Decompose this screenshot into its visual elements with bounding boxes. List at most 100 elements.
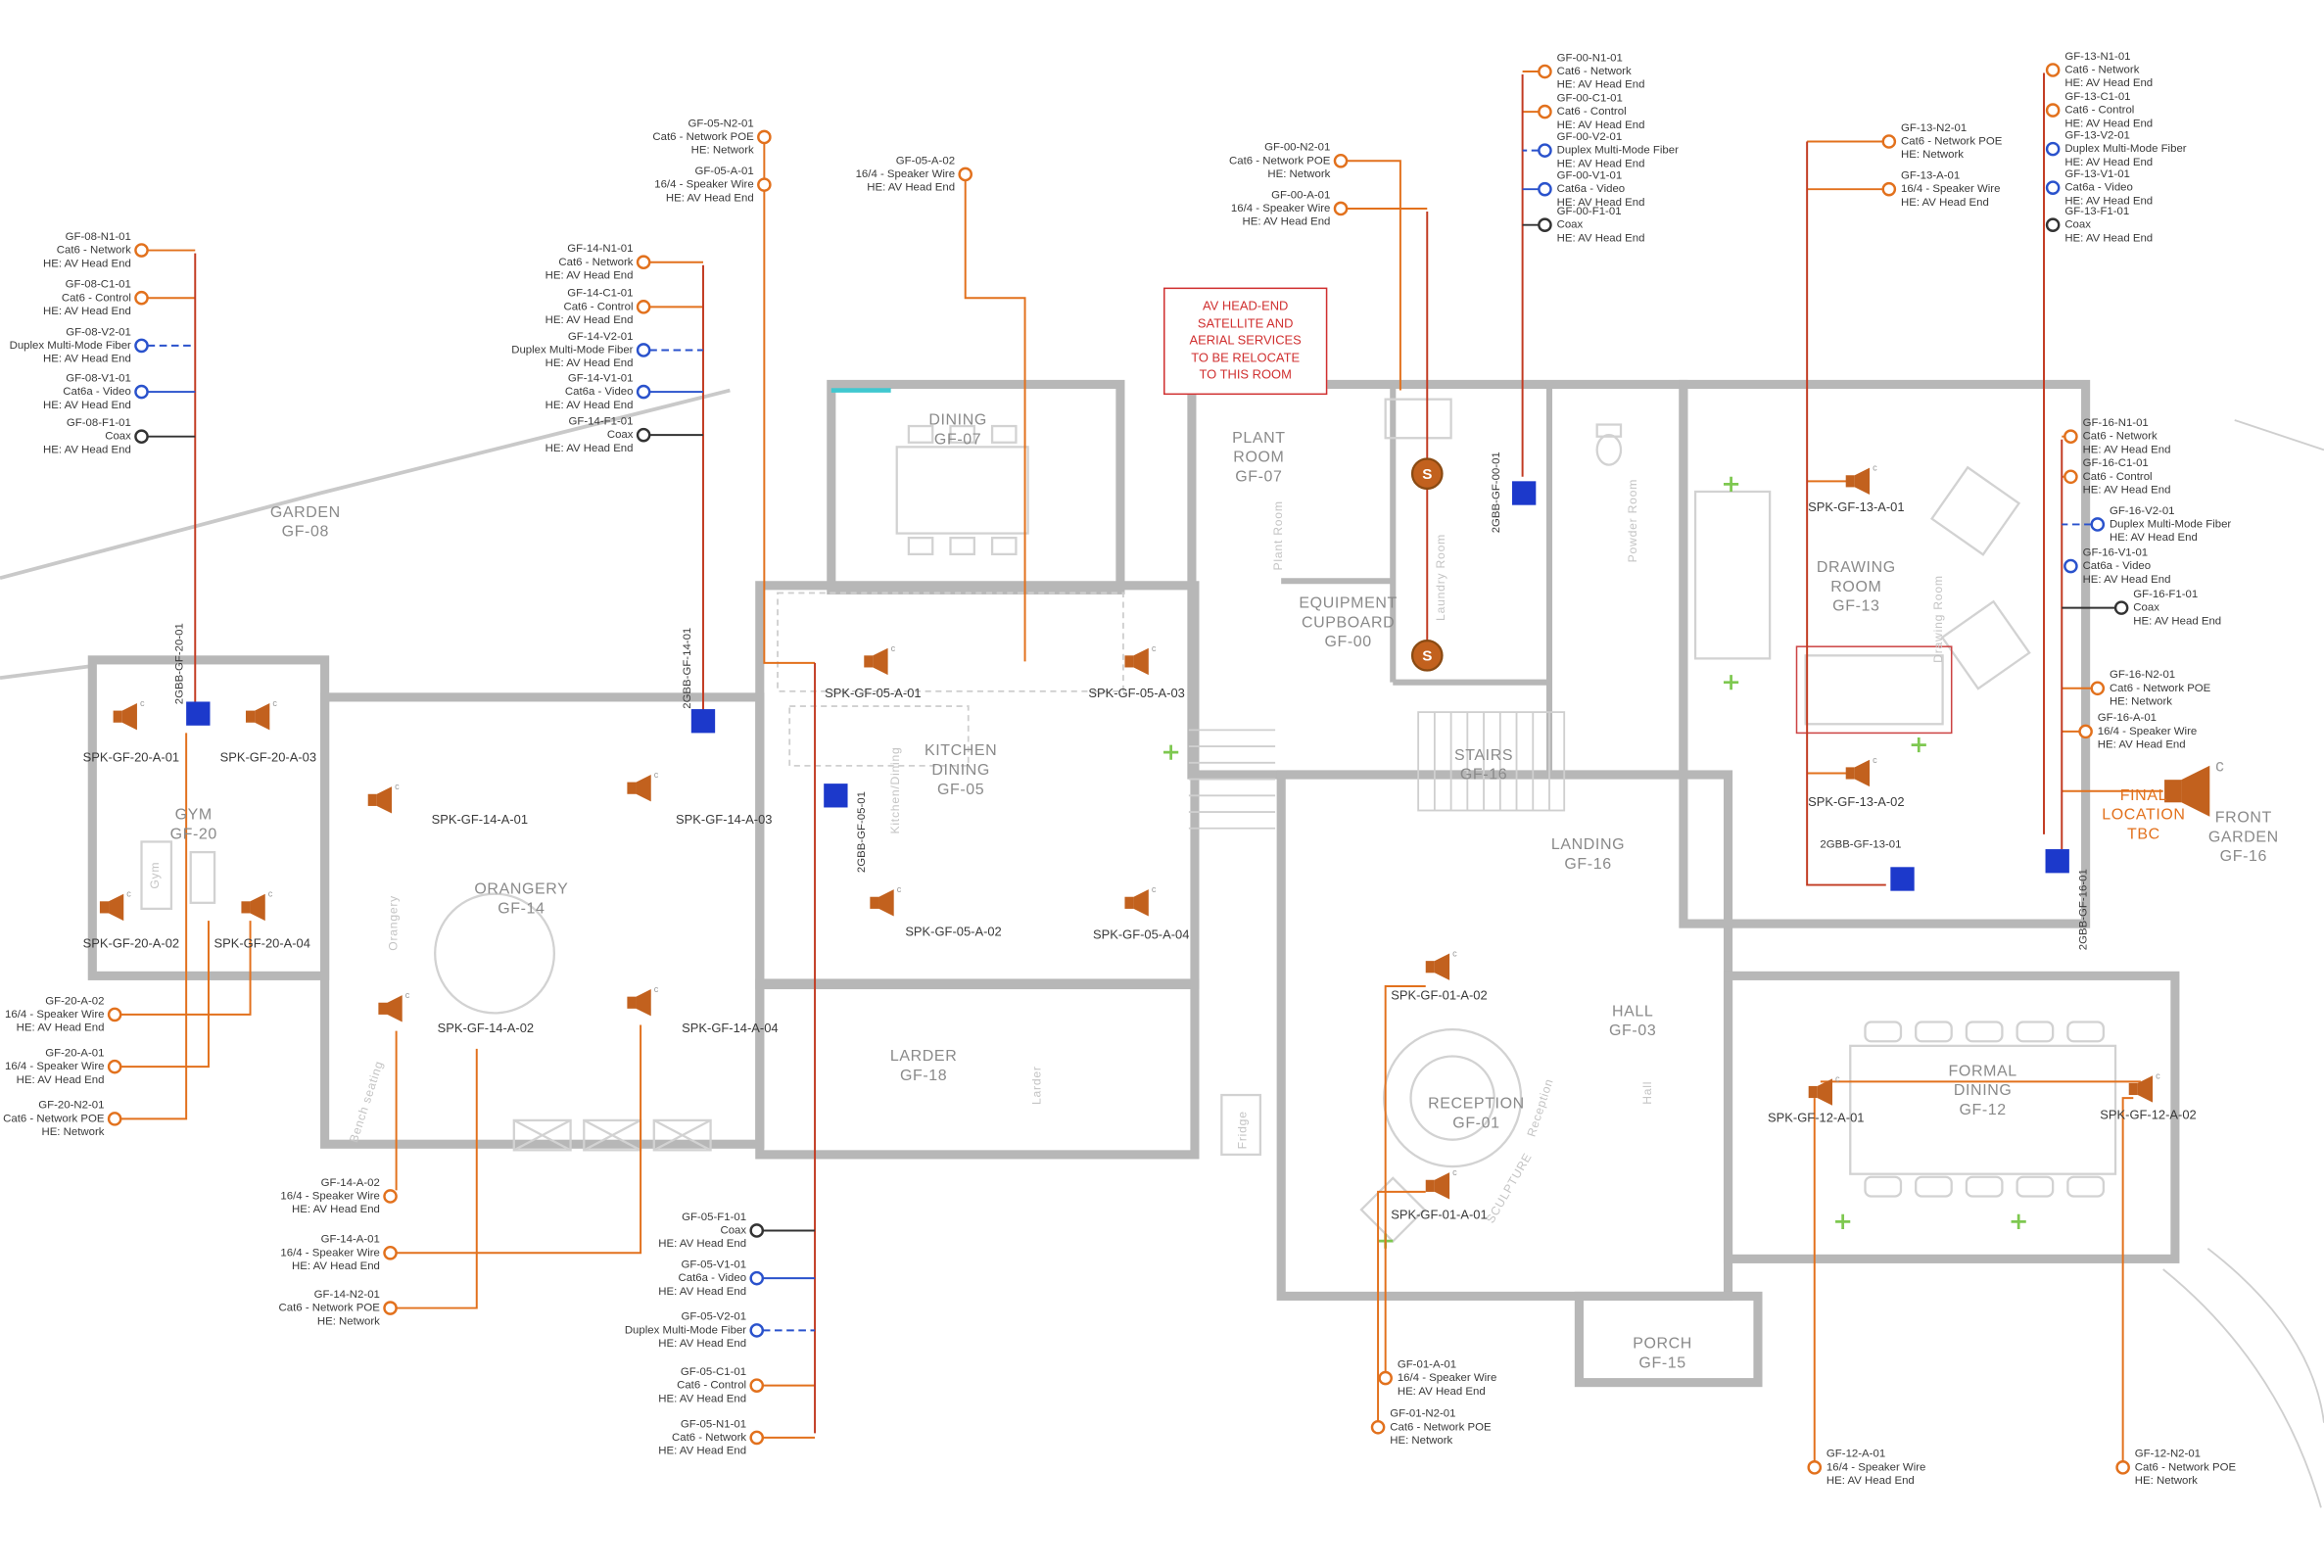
callout-cable: 16/4 - Speaker Wire bbox=[5, 1007, 105, 1021]
callout-connector bbox=[107, 1112, 122, 1126]
architectural-label: Powder Room bbox=[1626, 478, 1640, 563]
callout-connector bbox=[2045, 217, 2061, 232]
callout-connector bbox=[749, 1323, 765, 1338]
callout-id: GF-00-V2-01 bbox=[1556, 129, 1623, 144]
room-label-line: DINING bbox=[928, 410, 987, 430]
callout-connector bbox=[2113, 600, 2129, 615]
callout-dest: HE: AV Head End bbox=[43, 442, 131, 456]
network-outlet bbox=[2045, 849, 2069, 874]
speaker-icon: c bbox=[2128, 1070, 2160, 1103]
callout-connector bbox=[1538, 143, 1552, 158]
speaker-label: SPK-GF-20-A-04 bbox=[213, 935, 310, 951]
callout-id: GF-08-V1-01 bbox=[66, 370, 131, 385]
callout-cable: Coax bbox=[2133, 600, 2159, 614]
av-note-line: TO BE RELOCATE bbox=[1191, 349, 1301, 364]
callout-cable: Cat6 - Control bbox=[563, 299, 634, 313]
speaker-label: SPK-GF-13-A-01 bbox=[1808, 499, 1905, 514]
av-note-line: TO THIS ROOM bbox=[1199, 366, 1292, 382]
av-note-line: SATELLITE AND bbox=[1197, 314, 1294, 330]
callout-cable: Coax bbox=[2064, 217, 2091, 231]
callout-cable: 16/4 - Speaker Wire bbox=[2097, 724, 2198, 737]
callout-connector bbox=[636, 427, 651, 443]
callout-cable: 16/4 - Speaker Wire bbox=[654, 177, 754, 191]
callout-dest: HE: AV Head End bbox=[2133, 613, 2222, 628]
callout-dest: HE: AV Head End bbox=[545, 441, 634, 454]
callout-dest: HE: AV Head End bbox=[2082, 482, 2171, 497]
callout-cable: Coax bbox=[105, 429, 131, 443]
callout-connector bbox=[636, 255, 651, 270]
room-label-line: FORMAL bbox=[1948, 1062, 2017, 1080]
callout-cable: Coax bbox=[1556, 217, 1584, 231]
callout-connector bbox=[2063, 558, 2078, 574]
callout-dest: HE: AV Head End bbox=[1556, 77, 1645, 91]
speaker-label: SPK-GF-13-A-02 bbox=[1808, 793, 1905, 809]
callout-id: GF-13-F1-01 bbox=[2064, 204, 2130, 218]
callout-cable: Cat6a - Video bbox=[2064, 180, 2133, 194]
callout-connector bbox=[107, 1059, 122, 1074]
callout-dest: HE: Network bbox=[41, 1124, 105, 1139]
architectural-label: Orangery bbox=[386, 894, 401, 951]
callout-id: GF-13-N1-01 bbox=[2064, 49, 2131, 63]
speaker-icon: c bbox=[113, 698, 145, 731]
av-note-line: AERIAL SERVICES bbox=[1189, 332, 1302, 348]
callout-dest: HE: Network bbox=[1900, 147, 1965, 162]
callout-cable: Cat6 - Control bbox=[2082, 469, 2153, 483]
callout-connector bbox=[1807, 1460, 1823, 1475]
callout-cable: Cat6 - Network POE bbox=[3, 1111, 105, 1125]
speaker-label: SPK-GF-05-A-03 bbox=[1088, 685, 1185, 700]
stairs bbox=[1188, 711, 1566, 830]
network-outlet-label: 2GBB-GF-05-01 bbox=[854, 791, 869, 874]
speaker-label: SPK-GF-12-A-02 bbox=[2100, 1107, 2197, 1122]
callout-dest: HE: Network bbox=[690, 143, 754, 157]
callout-dest: HE: AV Head End bbox=[16, 1020, 105, 1034]
speaker-label: SPK-GF-01-A-01 bbox=[1391, 1207, 1488, 1222]
architectural-label: Drawing Room bbox=[1931, 575, 1945, 663]
callout-connector bbox=[749, 1430, 765, 1446]
callout-id: GF-16-N1-01 bbox=[2082, 415, 2149, 430]
callout-dest: HE: AV Head End bbox=[43, 351, 131, 365]
callout-dest: HE: AV Head End bbox=[658, 1391, 747, 1405]
callout-dest: HE: Network bbox=[2134, 1473, 2198, 1488]
speaker-label: SPK-GF-05-A-02 bbox=[905, 924, 1002, 939]
callout-connector bbox=[2078, 724, 2093, 739]
network-outlet-label: 2GBB-GF-00-01 bbox=[1489, 451, 1503, 534]
callout-cable: Coax bbox=[606, 427, 634, 442]
room-label-line: GF-16 bbox=[1459, 765, 1508, 784]
callout-connector bbox=[134, 384, 149, 400]
speaker-icon: c bbox=[1845, 463, 1877, 496]
network-outlet bbox=[186, 701, 211, 726]
callout-connector bbox=[749, 1223, 765, 1238]
speaker-tag: c bbox=[897, 884, 902, 894]
callout-cable: Cat6 - Network bbox=[558, 255, 634, 268]
architectural-label: Fridge bbox=[1235, 1111, 1250, 1150]
speaker-label: SPK-GF-20-A-03 bbox=[219, 749, 317, 765]
drawing-room-rug bbox=[1795, 645, 1953, 735]
callout-connector bbox=[2045, 63, 2061, 77]
callout-cable: Cat6 - Network bbox=[56, 242, 131, 257]
callout-connector bbox=[2115, 1460, 2130, 1475]
callout-dest: HE: Network bbox=[2109, 693, 2172, 708]
callout-connector bbox=[749, 1378, 765, 1393]
callout-cable: 16/4 - Speaker Wire bbox=[1230, 201, 1331, 215]
callout-cable: Cat6 - Network bbox=[2082, 429, 2158, 443]
